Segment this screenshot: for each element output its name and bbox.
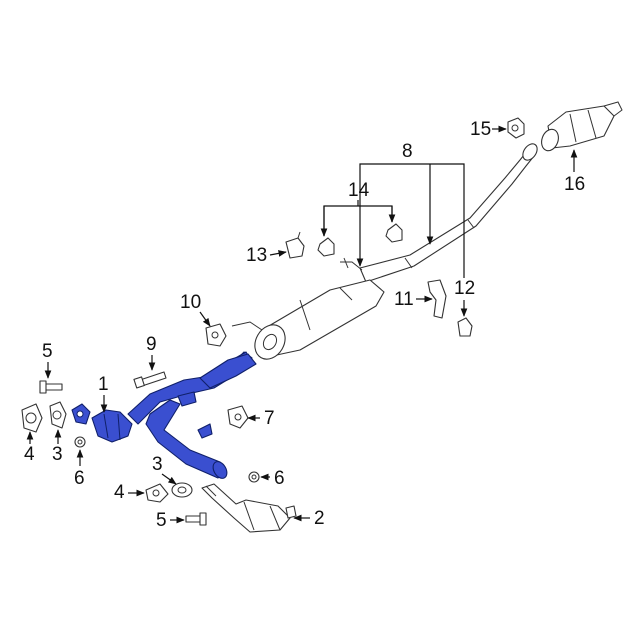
callout-9[interactable]: 9 [146, 334, 157, 371]
callout-8-bracket [359, 163, 465, 278]
nut-6-right [248, 471, 260, 483]
callout-11-label: 11 [394, 289, 414, 310]
callout-11[interactable]: 11 [394, 289, 433, 310]
callout-15[interactable]: 15 [470, 119, 507, 140]
bolt-5-lower [185, 512, 207, 526]
exhaust-tip [541, 101, 623, 152]
callout-10[interactable]: 10 [180, 292, 211, 327]
bracket-13 [285, 231, 305, 259]
catalytic-converter-2 [201, 483, 297, 533]
callout-5-lower[interactable]: 5 [156, 510, 185, 531]
callout-5-lower-label: 5 [156, 510, 167, 531]
hanger-11 [427, 279, 447, 319]
gasket-4-lower [145, 483, 169, 503]
callout-6-right-label: 6 [274, 468, 285, 489]
bolt-5-upper [39, 380, 63, 394]
nut-6-left [74, 436, 86, 448]
bracket-10 [205, 323, 227, 347]
gasket-4-left [21, 403, 43, 433]
callout-15-label: 15 [470, 119, 491, 140]
callout-5-upper[interactable]: 5 [42, 341, 53, 379]
callout-3-left[interactable]: 3 [52, 429, 63, 465]
tailpipe-assembly [359, 143, 538, 283]
callout-12-label: 12 [454, 278, 475, 299]
callout-5-upper-label: 5 [42, 341, 53, 362]
callout-1-label: 1 [98, 374, 109, 395]
callout-7[interactable]: 7 [247, 408, 275, 429]
callout-12[interactable]: 12 [454, 278, 475, 317]
bracket-14-left [317, 237, 335, 257]
callout-8[interactable]: 8 [356, 141, 465, 278]
callout-6-left-label: 6 [74, 468, 85, 489]
callout-10-leader [199, 311, 211, 327]
callout-6-right[interactable]: 6 [260, 468, 285, 489]
callout-13-label: 13 [246, 245, 267, 266]
callout-7-label: 7 [264, 408, 275, 429]
muffler [231, 257, 385, 360]
callout-16[interactable]: 16 [564, 149, 585, 195]
bracket-14-right [385, 223, 403, 243]
callout-1[interactable]: 1 [98, 374, 109, 413]
callout-9-label: 9 [146, 334, 157, 355]
bracket-7 [227, 405, 249, 429]
hanger-15 [507, 117, 525, 139]
callout-8-label: 8 [402, 141, 413, 162]
callout-2-label: 2 [314, 508, 325, 529]
callout-3-lower[interactable]: 3 [152, 454, 177, 485]
callout-10-label: 10 [180, 292, 201, 313]
callout-14-label: 14 [348, 180, 370, 201]
callout-14[interactable]: 14 [320, 180, 396, 237]
front-pipe-y-pipe-highlighted [71, 351, 257, 479]
hanger-12 [457, 317, 473, 337]
callout-3-left-label: 3 [52, 444, 63, 465]
callout-13-leader [269, 250, 287, 257]
callout-13[interactable]: 13 [246, 245, 287, 266]
callout-4-lower[interactable]: 4 [114, 482, 145, 503]
callout-3-lower-leader [161, 473, 177, 485]
callout-4-left[interactable]: 4 [24, 431, 35, 465]
gasket-3-lower [171, 482, 193, 498]
bolt-9 [133, 371, 167, 389]
callout-14-bracket [323, 205, 393, 236]
callout-16-label: 16 [564, 174, 585, 195]
gasket-3-left [49, 401, 67, 429]
callout-4-lower-label: 4 [114, 482, 125, 503]
callout-2[interactable]: 2 [293, 508, 325, 529]
callout-6-left[interactable]: 6 [74, 449, 85, 489]
callout-3-lower-label: 3 [152, 454, 163, 475]
callout-4-left-label: 4 [24, 444, 35, 465]
